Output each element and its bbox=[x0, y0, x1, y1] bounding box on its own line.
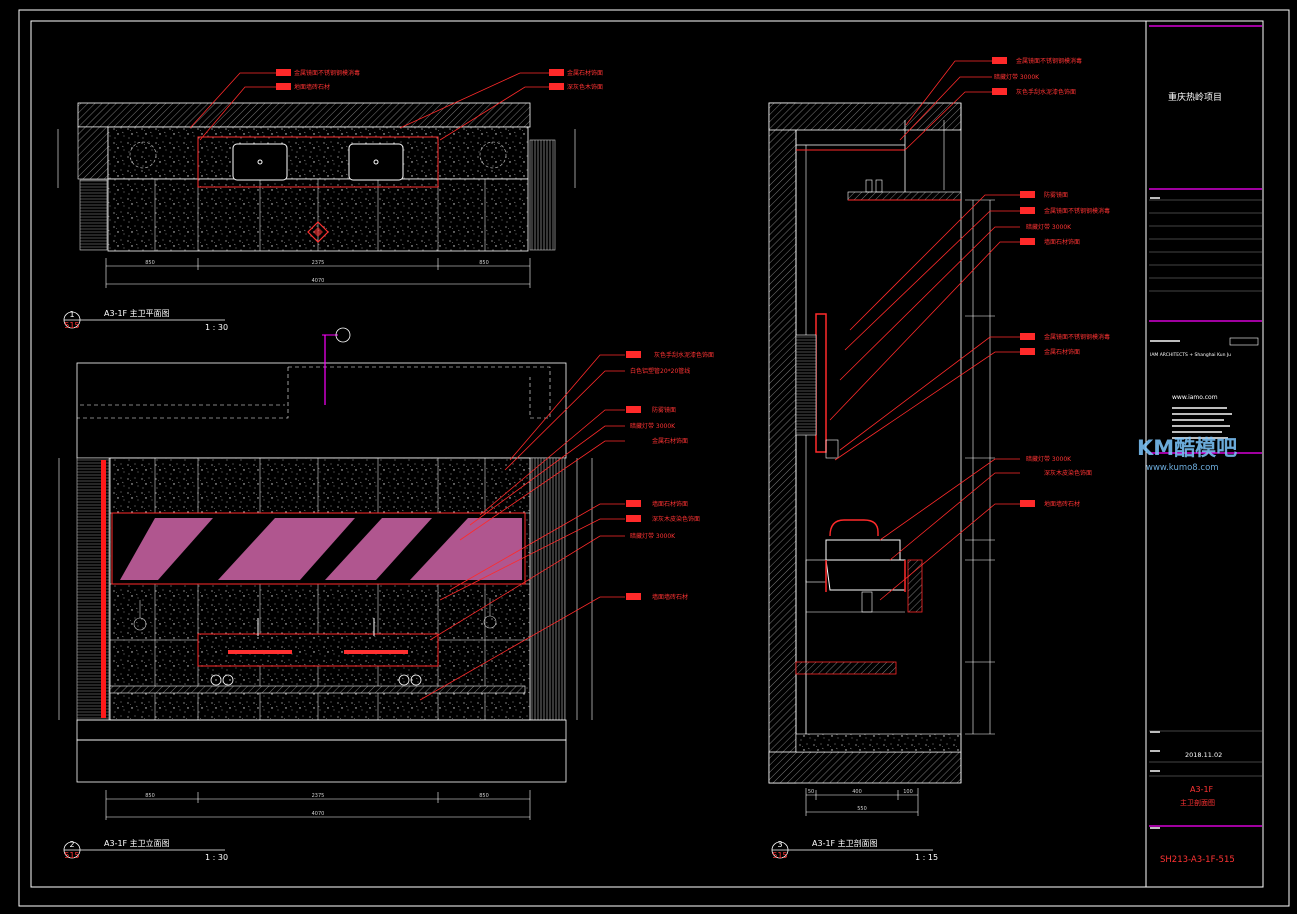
firm-logo-box bbox=[1229, 337, 1259, 346]
drawing-name-2: 主卫剖面图 bbox=[1180, 798, 1215, 807]
drawing-number: SH213-A3-1F-515 bbox=[1160, 855, 1235, 865]
view2-note-9: 墙面墙砖石材 bbox=[652, 593, 688, 601]
view2-dim-1: 850 bbox=[145, 793, 155, 799]
view3-note-6: 暗藏灯带 3000K bbox=[1026, 223, 1072, 231]
title-block-small-lines bbox=[1150, 197, 1232, 829]
view3-note-12: 地面墙砖石材 bbox=[1044, 500, 1080, 508]
view2-elevation bbox=[58, 327, 641, 859]
view3-dim-1: 50 bbox=[808, 789, 814, 795]
view1-note-4: 深灰色木饰面 bbox=[567, 83, 603, 91]
view3-notes: 金属镜面不锈钢钢模消毒 暗藏灯带 3000K 灰色手刮水泥漆色饰面 防雾镜面 金… bbox=[994, 57, 1110, 508]
drawing-name-1: A3-1F bbox=[1190, 785, 1214, 794]
view3-dim-3: 100 bbox=[903, 789, 913, 795]
view1-dim-3: 850 bbox=[479, 260, 489, 266]
view3-note-11: 深灰木皮染色饰面 bbox=[1044, 469, 1092, 477]
view1-note-2: 地面墙砖石材 bbox=[294, 83, 330, 91]
view2-note-3: 防雾镜面 bbox=[652, 406, 676, 414]
title-block-grid bbox=[1149, 199, 1262, 777]
view3-note-5: 金属镜面不锈钢钢模消毒 bbox=[1044, 207, 1110, 215]
watermark-url: www.kumo8.com bbox=[1146, 463, 1219, 473]
title-block-frame bbox=[1145, 20, 1264, 888]
view1-note-3: 金属石材饰面 bbox=[567, 69, 603, 77]
view3-note-1: 金属镜面不锈钢钢模消毒 bbox=[1016, 57, 1082, 65]
view3-section bbox=[768, 57, 1035, 859]
view2-title: A3-1F 主卫立面图 bbox=[104, 838, 170, 848]
view3-dim-2: 400 bbox=[852, 789, 862, 795]
watermark-logo: KM酷模吧 bbox=[1137, 436, 1237, 460]
firm-name-en: IAM ARCHITECTS + Shanghai Kun Ju bbox=[1150, 352, 1231, 358]
view1-title: A3-1F 主卫平面图 bbox=[104, 308, 170, 318]
view3-note-4: 防雾镜面 bbox=[1044, 191, 1068, 199]
view1-dim-1: 850 bbox=[145, 260, 155, 266]
view1-plan bbox=[57, 69, 576, 329]
drawing-date: 2018.11.02 bbox=[1185, 751, 1222, 759]
view3-title: A3-1F 主卫剖面图 bbox=[812, 838, 878, 848]
view2-note-4: 暗藏灯带 3000K bbox=[630, 422, 676, 430]
view2-note-5: 金属石材饰面 bbox=[652, 437, 688, 445]
view2-note-6: 墙面石材饰面 bbox=[652, 500, 688, 508]
view3-scale: 1 : 15 bbox=[915, 853, 938, 862]
view3-number: 3 bbox=[777, 840, 782, 849]
view2-note-8: 暗藏灯带 3000K bbox=[630, 532, 676, 540]
view1-note-1: 金属镜面不锈钢钢模消毒 bbox=[294, 69, 360, 77]
view3-note-10: 暗藏灯带 3000K bbox=[1026, 455, 1072, 463]
view3-dim-total: 550 bbox=[857, 806, 867, 812]
view2-dim-2: 2375 bbox=[312, 793, 325, 799]
view1-dim-2: 2375 bbox=[312, 260, 325, 266]
view2-note-7: 深灰木皮染色饰面 bbox=[652, 515, 700, 523]
view2-sheet-ref: 515 bbox=[64, 851, 79, 860]
view3-sheet-ref: 515 bbox=[772, 851, 787, 860]
view1-dim-total: 4070 bbox=[312, 278, 325, 284]
view3-note-8: 金属镜面不锈钢钢模消毒 bbox=[1044, 333, 1110, 341]
view2-scale: 1 : 30 bbox=[205, 853, 228, 862]
view1-number: 1 bbox=[69, 310, 74, 319]
view3-note-9: 金属石材饰面 bbox=[1044, 348, 1080, 356]
title-block-rules bbox=[1149, 25, 1262, 827]
project-title: 重庆热岭项目 bbox=[1168, 91, 1222, 103]
sheet-outer-border bbox=[18, 9, 1290, 907]
view2-note-1: 灰色手刮水泥漆色饰面 bbox=[654, 351, 714, 359]
view3-note-7: 墙面石材饰面 bbox=[1044, 238, 1080, 246]
view3-note-3: 灰色手刮水泥漆色饰面 bbox=[1016, 88, 1076, 96]
view1-sheet-ref: 515 bbox=[64, 321, 79, 330]
view2-notes: 灰色手刮水泥漆色饰面 白色铝塑管20*20管线 防雾镜面 暗藏灯带 3000K … bbox=[630, 351, 714, 601]
view3-note-2: 暗藏灯带 3000K bbox=[994, 73, 1040, 81]
watermark: KM酷模吧 www.kumo8.com bbox=[1137, 436, 1237, 473]
view2-number: 2 bbox=[69, 840, 74, 849]
firm-website: www.iamo.com bbox=[1172, 394, 1218, 401]
view2-note-2: 白色铝塑管20*20管线 bbox=[630, 367, 690, 375]
view2-dim-total: 4070 bbox=[312, 811, 325, 817]
view2-dim-3: 850 bbox=[479, 793, 489, 799]
view1-scale: 1 : 30 bbox=[205, 323, 228, 332]
